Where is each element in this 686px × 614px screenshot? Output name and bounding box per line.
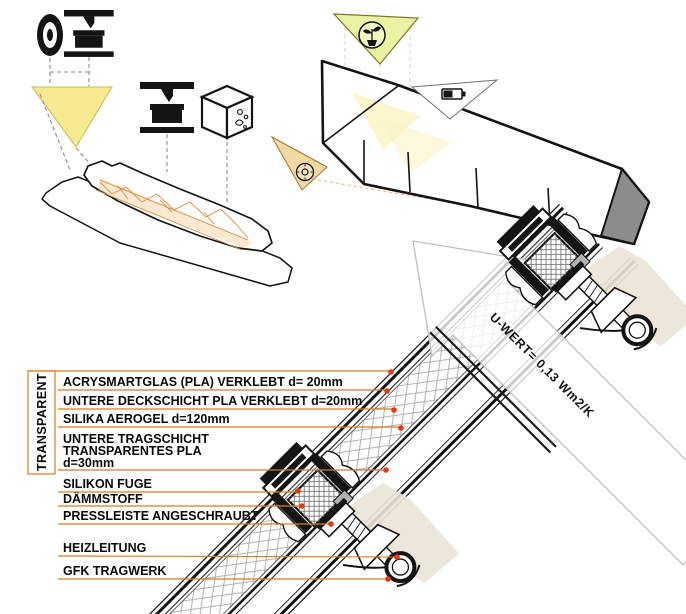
label-pressleiste: PRESSLEISTE ANGESCHRAUBT [63, 509, 259, 523]
label-layer-3: SILIKA AEROGEL d=120mm [63, 412, 230, 426]
annotation-block: TRANSPARENT ACRYSMARTGLA [27, 369, 404, 582]
sun-triangle [270, 135, 328, 191]
printer-icon-top [64, 10, 114, 57]
infill-tint [98, 178, 252, 248]
plant-triangle [332, 13, 420, 65]
label-silikon-fuge: SILIKON FUGE [63, 477, 152, 491]
label-heizleitung: HEIZLEITUNG [63, 541, 146, 555]
transparent-label: TRANSPARENT [35, 373, 49, 471]
label-layer-4b: TRANSPARENTES PLA [63, 444, 202, 458]
battery-icon [441, 88, 466, 100]
label-layer-2: UNTERE DECKSCHICHT PLA VERKLEBT d=20mm [63, 394, 362, 408]
plant-icon [363, 26, 381, 46]
component-body [83, 160, 273, 252]
filament-spool-icon [37, 14, 63, 56]
light-funnel-triangle [31, 86, 113, 148]
infill-wireframe [95, 179, 249, 251]
label-layer-1: ACRYSMARTGLAS (PLA) VERKLEBT d= 20mm [63, 375, 343, 389]
print-icons-group [31, 10, 255, 202]
label-daemmstoff: DÄMMSTOFF [63, 491, 143, 506]
component-base-plate [41, 176, 293, 287]
gfk-strut [429, 325, 557, 454]
leader-markers [295, 369, 404, 582]
sun-icon [295, 162, 315, 182]
printer-icon-mid [140, 82, 194, 133]
label-layer-4: UNTERE TRAGSCHICHT [63, 432, 209, 446]
panel-highlight-yellow [380, 118, 452, 174]
section-joints [245, 177, 686, 614]
leader-lines [28, 370, 399, 580]
label-gfk-tragwerk: GFK TRAGWERK [63, 564, 166, 578]
label-layer-4c: d=30mm [63, 456, 114, 470]
printed-component [41, 160, 293, 287]
battery-triangle [410, 79, 499, 120]
panel-end-cap [599, 166, 651, 246]
dashed-connector [75, 147, 93, 167]
isometric-panel [270, 13, 651, 246]
material-cube-icon [199, 84, 255, 140]
